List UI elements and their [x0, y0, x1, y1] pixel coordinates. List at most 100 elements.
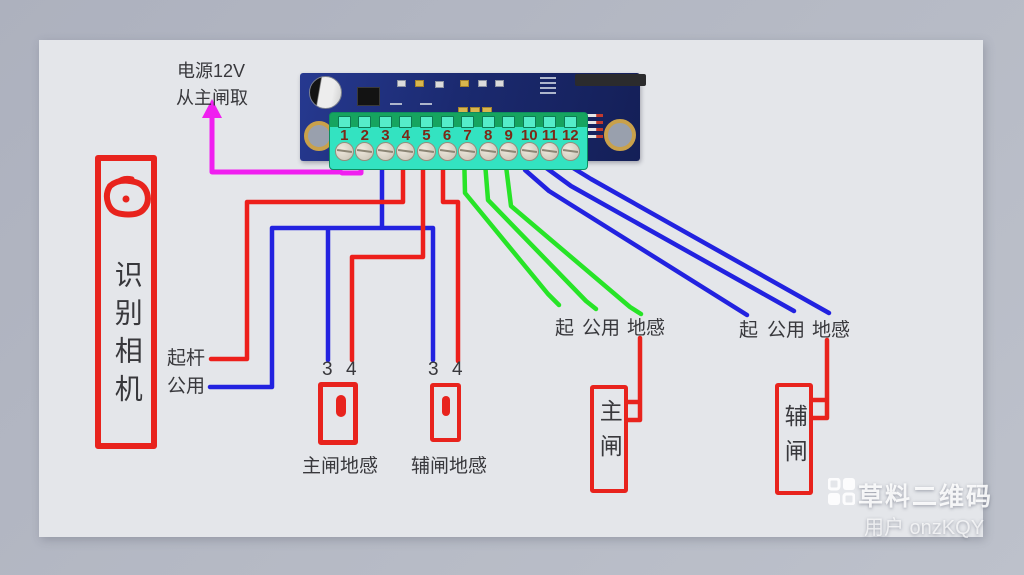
aux-loop-indicator — [442, 396, 450, 416]
smd-component — [460, 80, 469, 87]
silkscreen-text — [420, 103, 432, 105]
terminal-slot — [337, 116, 351, 128]
terminal-5: 5 — [416, 113, 437, 168]
terminal-7: 7 — [457, 113, 478, 168]
silkscreen-text — [390, 103, 402, 105]
terminal-screw — [355, 142, 375, 161]
terminal-12: 12 — [560, 113, 581, 168]
aux-gate-common-label: 公用 — [767, 320, 806, 341]
watermark-brand: 草料二维码 — [858, 483, 994, 511]
terminal-screw — [560, 142, 580, 161]
terminal-number: 12 — [561, 127, 579, 144]
terminal-slot — [419, 116, 433, 128]
terminal-4: 4 — [396, 113, 417, 168]
terminal-1: 1 — [334, 113, 355, 168]
smd-component — [495, 80, 504, 87]
terminal-slot — [522, 116, 536, 128]
watermark-user: 用户 onzKQY — [864, 517, 985, 539]
main-loop-indicator — [336, 395, 346, 417]
edge-connector — [575, 74, 646, 86]
camera-common-label: 公用 — [167, 376, 206, 397]
ic-chip — [357, 87, 380, 106]
main-loop-pin4: 4 — [346, 359, 357, 380]
terminal-slot — [502, 116, 516, 128]
main-gate-box — [590, 385, 628, 493]
terminal-screw — [416, 142, 436, 161]
terminal-number: 8 — [483, 127, 493, 144]
smd-component — [397, 80, 406, 87]
terminal-screw — [396, 142, 416, 161]
power-note-line1: 电源12V — [177, 61, 246, 81]
mounting-hole-right — [604, 119, 636, 151]
main-gate-raise-label: 起 — [555, 318, 575, 339]
terminal-2: 2 — [355, 113, 376, 168]
main-gate-loop-label: 地感 — [627, 318, 666, 339]
aux-gate-label: 辅闸 — [781, 404, 808, 474]
silkscreen-label — [587, 128, 603, 131]
terminal-screw — [519, 142, 539, 161]
terminal-number: 5 — [422, 127, 431, 144]
terminal-number: 1 — [340, 127, 349, 144]
main-loop-detector-box — [318, 382, 358, 445]
terminal-screw — [478, 142, 498, 161]
aux-loop-pin3: 3 — [428, 359, 439, 380]
silkscreen-text — [540, 87, 556, 89]
camera-title: 识别相机 — [111, 260, 143, 412]
silkscreen-text — [540, 92, 556, 94]
terminal-screw — [334, 142, 354, 161]
camera-box — [95, 155, 157, 449]
terminal-slot — [399, 116, 413, 128]
silkscreen-label — [587, 121, 603, 124]
smd-component — [415, 80, 424, 87]
terminal-6: 6 — [437, 113, 458, 168]
main-gate-common-label: 公用 — [582, 318, 621, 339]
terminal-10: 10 — [519, 113, 540, 168]
terminal-9: 9 — [498, 113, 519, 168]
terminal-slot — [543, 116, 557, 128]
terminal-screw — [540, 142, 560, 161]
terminal-number: 7 — [463, 127, 472, 144]
aux-loop-caption: 辅闸地感 — [411, 456, 488, 477]
silkscreen-text — [540, 77, 556, 79]
terminal-number: 11 — [541, 127, 558, 144]
terminal-slot — [481, 116, 495, 128]
capacitor-component — [309, 76, 342, 109]
terminal-number: 2 — [360, 127, 369, 144]
terminal-number: 3 — [381, 127, 390, 144]
terminal-number: 10 — [520, 127, 538, 144]
smd-component — [435, 81, 444, 88]
main-loop-pin3: 3 — [322, 359, 333, 380]
terminal-slot — [358, 116, 372, 128]
terminal-screw — [375, 142, 395, 161]
terminal-number: 9 — [504, 127, 513, 144]
silkscreen-label — [587, 114, 603, 117]
terminal-11: 11 — [540, 113, 561, 168]
terminal-screw — [499, 142, 519, 161]
terminal-number: 6 — [442, 127, 452, 144]
silkscreen-label — [587, 135, 603, 138]
terminal-slot — [461, 116, 475, 128]
terminal-slot — [378, 116, 392, 128]
terminal-screw — [437, 142, 457, 161]
terminal-3: 3 — [375, 113, 396, 168]
aux-loop-detector-box — [430, 383, 461, 442]
aux-gate-box — [775, 383, 813, 495]
terminal-slot — [440, 116, 454, 128]
aux-loop-pin4: 4 — [452, 359, 463, 380]
aux-gate-raise-label: 起 — [739, 320, 759, 341]
silkscreen-text — [540, 82, 556, 84]
qr-logo-icon — [828, 478, 855, 505]
terminal-screw — [458, 142, 478, 161]
terminal-number: 4 — [401, 127, 411, 144]
smd-component — [478, 80, 487, 87]
aux-gate-loop-label: 地感 — [812, 320, 851, 341]
camera-raise-label: 起杆 — [167, 348, 206, 369]
power-note-line2: 从主闸取 — [176, 88, 248, 108]
terminal-slot — [563, 116, 577, 128]
main-loop-caption: 主闸地感 — [302, 456, 379, 477]
terminal-8: 8 — [478, 113, 499, 168]
